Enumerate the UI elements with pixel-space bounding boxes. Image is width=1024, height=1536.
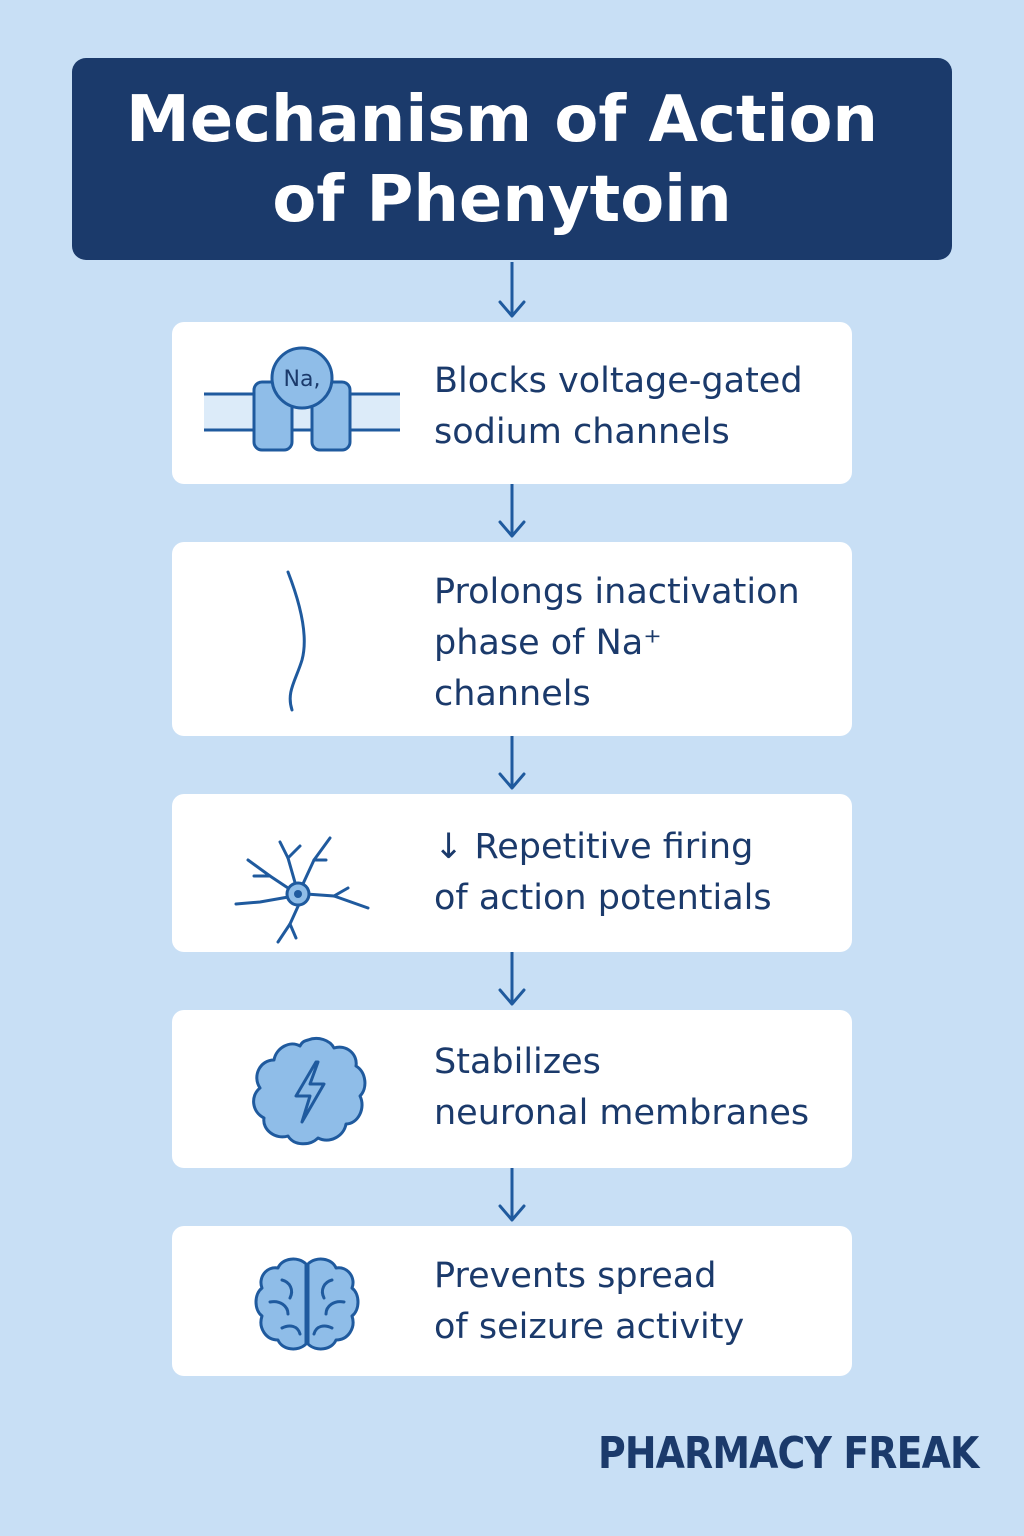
sodium-channel-icon: Na, <box>204 346 400 452</box>
title-line-2: of Phenytoin <box>272 163 732 237</box>
step-card-1: Na, Blocks voltage-gated sodium channels <box>172 322 852 484</box>
step-5-text: Prevents spread of seizure activity <box>434 1256 745 1347</box>
title-line-1: Mechanism of Action <box>126 83 878 157</box>
step-3-text: ↓ Repetitive firing of action potentials <box>434 827 772 918</box>
flow-arrow-5 <box>498 1168 526 1222</box>
flow-arrow-4 <box>498 952 526 1006</box>
step-card-4: Stabilizes neuronal membranes <box>172 1010 852 1168</box>
step-1-text: Blocks voltage-gated sodium channels <box>434 361 803 452</box>
step-4-text: Stabilizes neuronal membranes <box>434 1042 810 1133</box>
flow-arrow-1 <box>498 262 526 318</box>
sodium-label: Na, <box>284 367 321 392</box>
wave-line-icon <box>286 570 306 712</box>
brain-icon <box>254 1257 360 1351</box>
step-card-5: Prevents spread of seizure activity <box>172 1226 852 1376</box>
step-2-text: Prolongs inactivation phase of Na⁺ chann… <box>434 572 800 714</box>
flow-arrow-2 <box>498 484 526 538</box>
flow-arrow-3 <box>498 736 526 790</box>
step-card-2: Prolongs inactivation phase of Na⁺ chann… <box>172 542 852 736</box>
brand-wordmark: PHARMACY FREAK <box>597 1428 978 1479</box>
step-card-3: ↓ Repetitive firing of action potentials <box>172 794 852 952</box>
neuron-icon <box>234 836 370 944</box>
title-banner <box>72 58 952 260</box>
lightning-brain-icon <box>252 1036 367 1146</box>
